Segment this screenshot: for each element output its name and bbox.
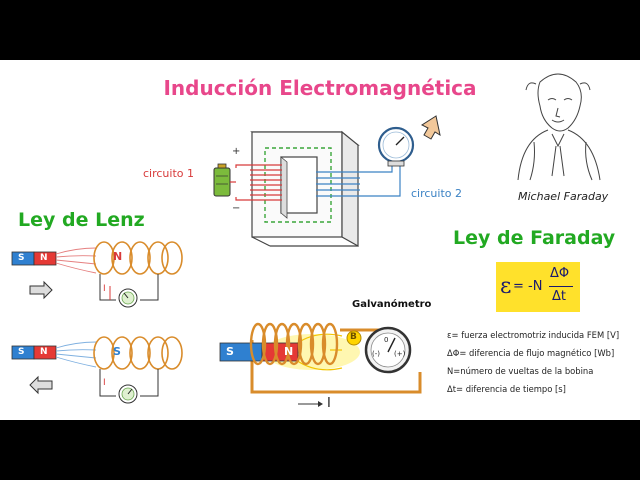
b-field-label: B — [350, 332, 357, 342]
galv-magnet-n-label: N — [284, 345, 294, 358]
formula-denominator: Δt — [552, 289, 566, 304]
lenz-top-setup — [11, 241, 183, 308]
legend-flux: ΔΦ= diferencia de flujo magnético [Wb] — [447, 348, 615, 358]
lenz-top-coil-pole: N — [113, 250, 123, 263]
gauge-zero-label: 0 — [384, 336, 389, 344]
lenz-bottom-field-lines — [55, 341, 97, 368]
galv-magnet-s-label: S — [226, 345, 234, 358]
lenz-heading: Ley de Lenz — [18, 209, 145, 231]
galv-current-label: I — [327, 396, 331, 411]
transformer-window-depth — [280, 156, 288, 219]
galvanometer-needle — [387, 337, 396, 353]
primary-coil — [250, 164, 282, 201]
lenz-bottom-coil — [93, 336, 183, 370]
transformer-edge — [251, 236, 271, 247]
lenz-bottom-magnet-s-label: S — [18, 347, 25, 357]
galv-wire-bottom — [250, 340, 422, 394]
legend-turns: N=número de vueltas de la bobina — [447, 366, 594, 376]
lenz-bottom-magnet-n — [33, 345, 57, 360]
arrow-left-icon — [29, 375, 53, 395]
galvanometer-setup — [219, 322, 422, 407]
galv-coil — [249, 322, 339, 366]
lenz-bottom-current-label: I — [103, 378, 106, 388]
b-field-badge — [346, 330, 362, 346]
pointing-hand-icon — [420, 115, 441, 140]
lenz-bottom-coil-pole: S — [113, 345, 121, 358]
circuit2-label: circuito 2 — [411, 187, 462, 200]
lenz-bottom-galvanometer-needle — [127, 388, 133, 395]
circuit1-label: circuito 1 — [143, 167, 194, 180]
formula-equals: = -N — [513, 279, 543, 294]
current-arrow-head — [318, 401, 323, 407]
lenz-top-wire-right — [140, 274, 159, 301]
transformer-meter-inner — [382, 131, 410, 159]
arrow-right-icon — [29, 280, 53, 300]
gauge-plus-label: (+) — [394, 350, 406, 358]
page-title: Inducción Electromagnética — [163, 76, 477, 100]
galvanometer-gauge-face — [370, 332, 406, 368]
lenz-top-current-label: I — [103, 284, 106, 294]
formula-fraction-bar — [549, 286, 573, 287]
lenz-top-magnet-n-label: N — [40, 253, 48, 263]
faraday-portrait — [517, 73, 601, 181]
lenz-bottom-wire-left — [99, 369, 116, 397]
lenz-bottom-magnet-n-label: N — [40, 347, 48, 357]
battery — [213, 167, 231, 197]
transformer — [213, 115, 441, 248]
circuit1-wire-top — [235, 164, 250, 168]
lenz-top-magnet-n — [33, 251, 57, 266]
circuit2-wire-bottom — [360, 162, 401, 197]
faraday-heading: Ley de Faraday — [453, 227, 616, 249]
legend-time: Δt= diferencia de tiempo [s] — [447, 384, 566, 394]
legend-emf: ε= fuerza electromotriz inducida FEM [V] — [447, 330, 620, 340]
circuit1-wire-bottom — [235, 197, 250, 201]
transformer-meter-base — [387, 160, 405, 167]
transformer-core-side — [341, 130, 359, 248]
lenz-top-field-lines — [55, 247, 97, 274]
lenz-top-coil — [93, 241, 183, 275]
portrait-caption: Michael Faraday — [518, 190, 609, 203]
lenz-bottom-setup — [11, 336, 183, 404]
battery-terminal — [217, 163, 227, 169]
lenz-bottom-wire-right — [140, 369, 159, 397]
faraday-formula-box: ε = -N ΔΦ Δt — [496, 262, 580, 312]
gauge-minus-label: (-) — [372, 350, 380, 358]
circuit1-minus: − — [232, 203, 241, 214]
transformer-meter-needle — [395, 136, 405, 146]
circuit1-plus: + — [232, 146, 241, 157]
lenz-top-wire-left — [99, 274, 116, 301]
lenz-top-magnet-s-label: S — [18, 253, 25, 263]
formula-numerator: ΔΦ — [550, 266, 570, 281]
formula-emf: ε — [500, 274, 512, 299]
galvanometer-label: Galvanómetro — [352, 299, 432, 310]
secondary-coil — [316, 171, 360, 197]
lenz-top-galvanometer-needle — [123, 292, 129, 299]
